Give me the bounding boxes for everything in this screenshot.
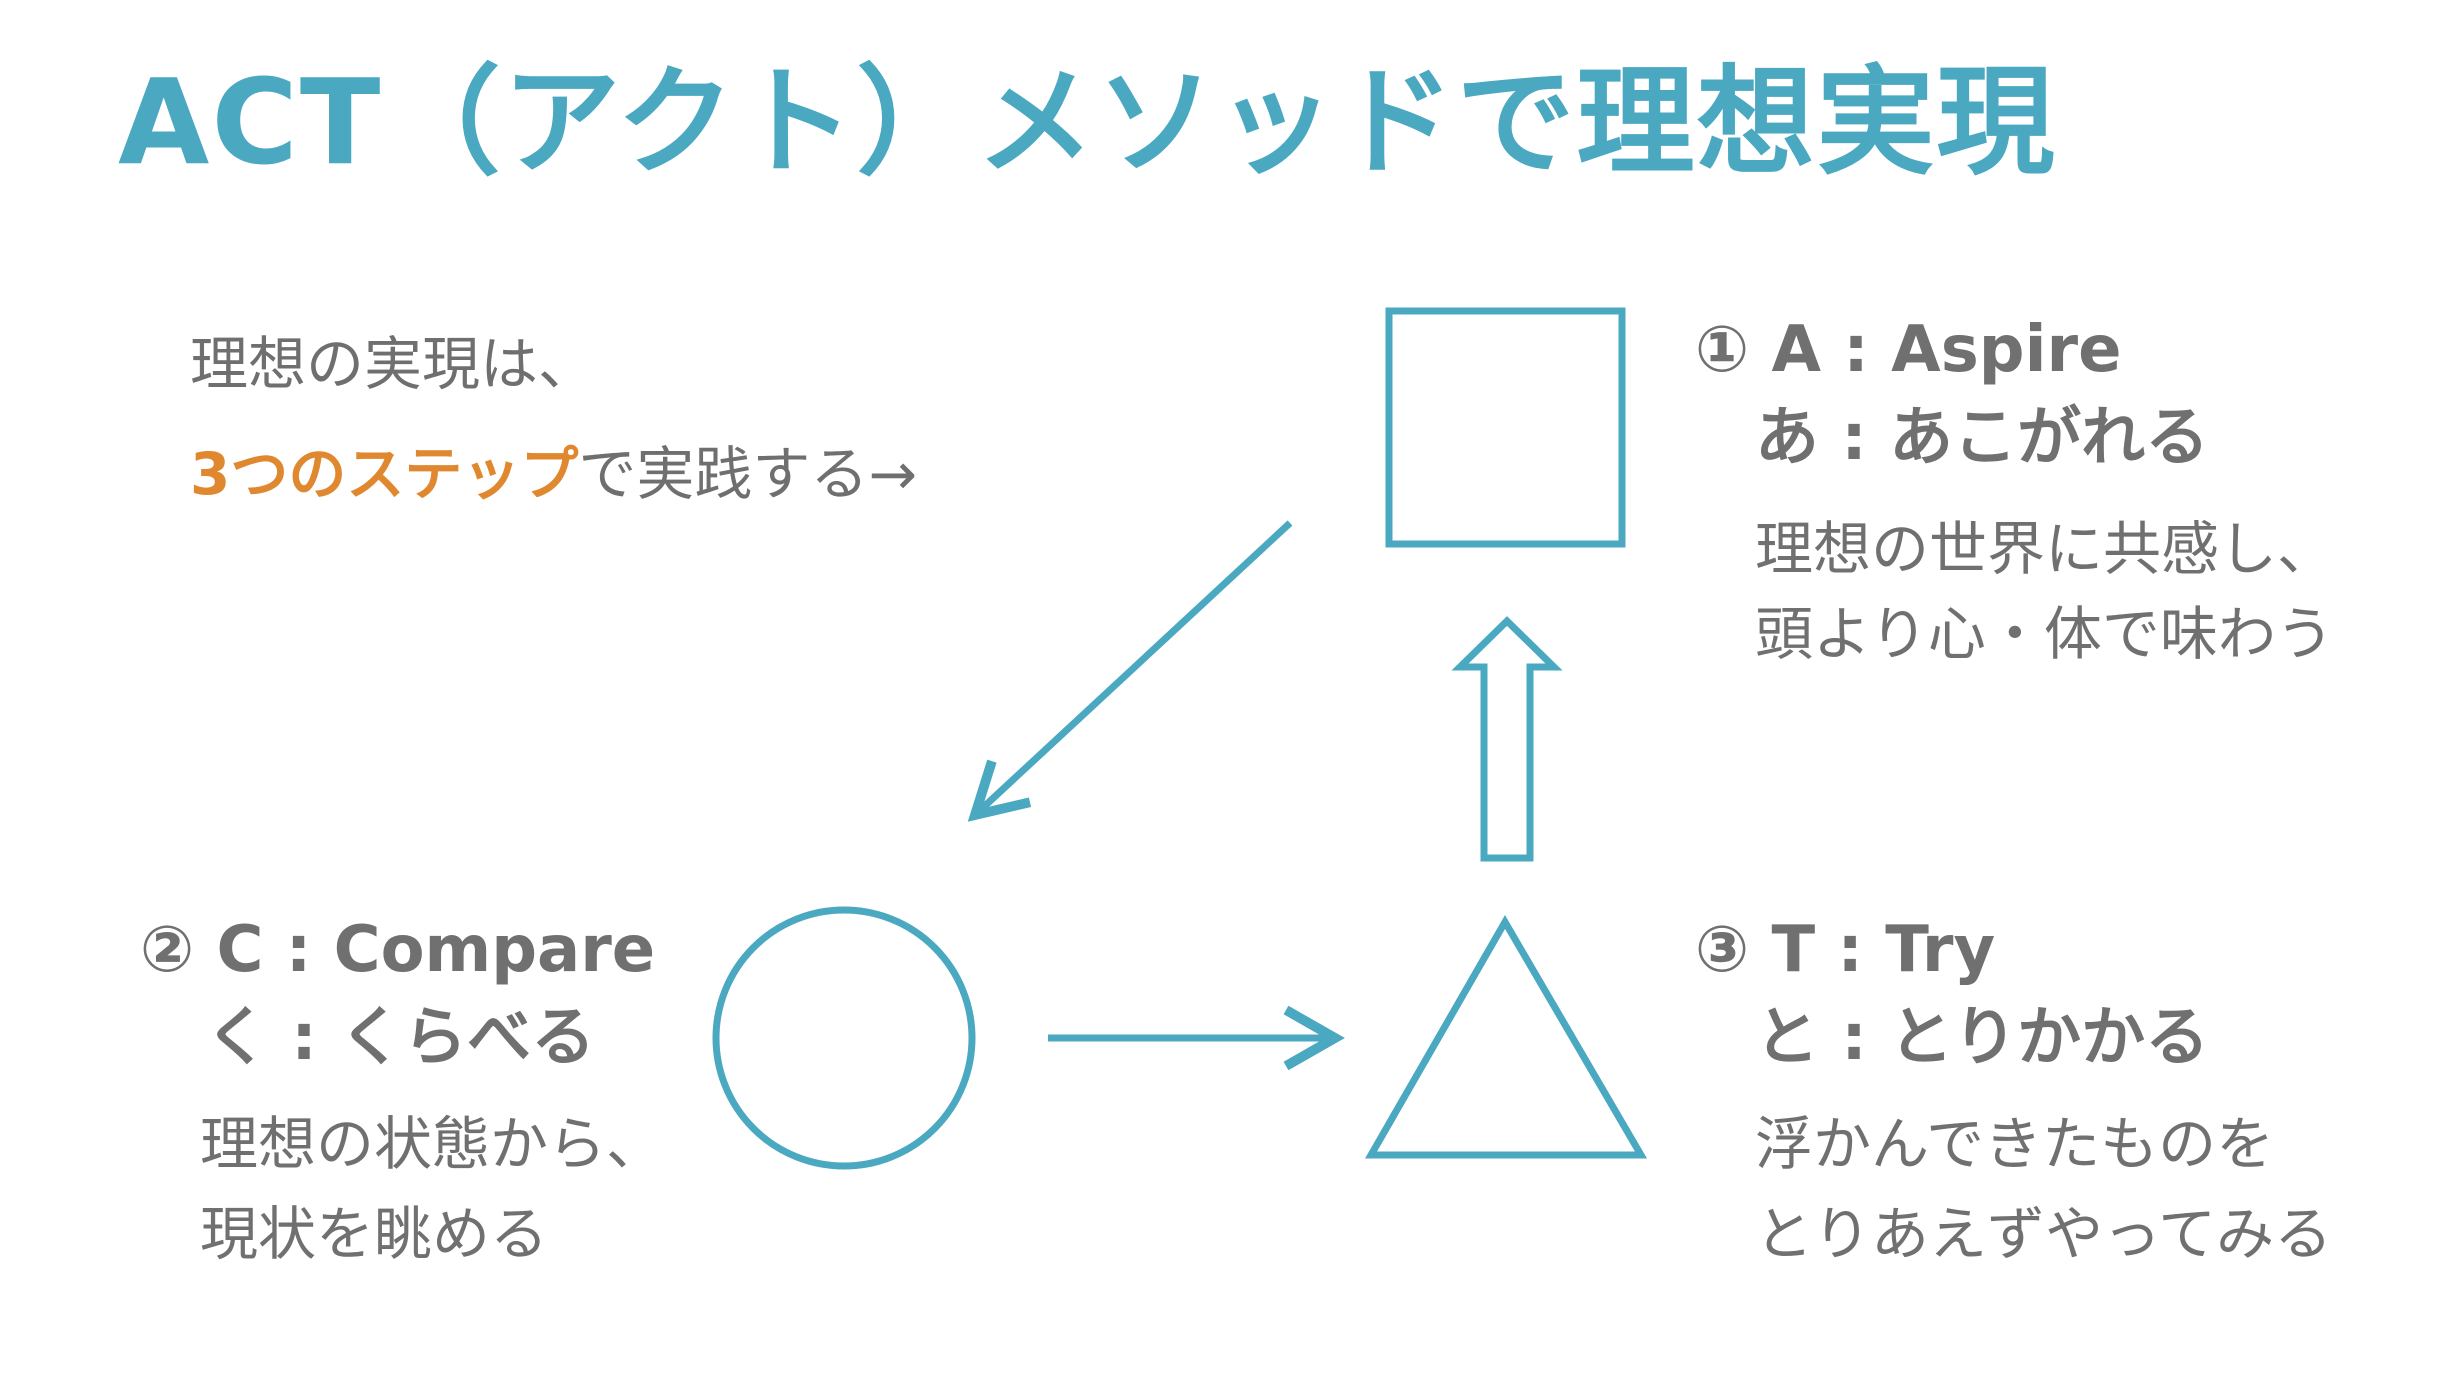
- try-desc-line-1: 浮かんできたものを: [1755, 1110, 2275, 1178]
- intro-line-1: 理想の実現は、: [190, 330, 597, 398]
- aspire-heading-en: ① A : Aspire: [1695, 313, 2122, 387]
- intro-line-2: 3つのステップで実践する→: [190, 440, 917, 510]
- square-icon: [1385, 307, 1626, 548]
- aspire-heading-jp: あ : あこがれる: [1755, 401, 2210, 475]
- compare-heading-jp: く : くらべる: [205, 1001, 596, 1075]
- compare-desc-line-2: 現状を眺める: [200, 1200, 549, 1268]
- arrow-down-left-icon: [967, 520, 1293, 822]
- try-heading-jp: と : とりかかる: [1755, 1001, 2210, 1075]
- aspire-desc-line-2: 頭より心・体で味わう: [1755, 600, 2334, 668]
- try-desc-line-2: とりあえずやってみる: [1755, 1200, 2333, 1268]
- compare-desc-line-1: 理想の状態から、: [200, 1110, 665, 1178]
- page-title: ACT（アクト）メソッドで理想実現: [118, 53, 2057, 191]
- triangle-icon: [1364, 915, 1648, 1159]
- circle-icon: [712, 906, 976, 1170]
- try-heading-en: ③ T : Try: [1695, 913, 1996, 987]
- aspire-desc-line-1: 理想の世界に共感し、: [1755, 515, 2336, 583]
- hollow-arrow-up-icon: [1451, 616, 1563, 862]
- compare-heading-en: ② C : Compare: [140, 913, 656, 987]
- intro-accent-text: 3つのステップ: [190, 440, 579, 508]
- intro-rest-text: で実践する→: [578, 440, 917, 508]
